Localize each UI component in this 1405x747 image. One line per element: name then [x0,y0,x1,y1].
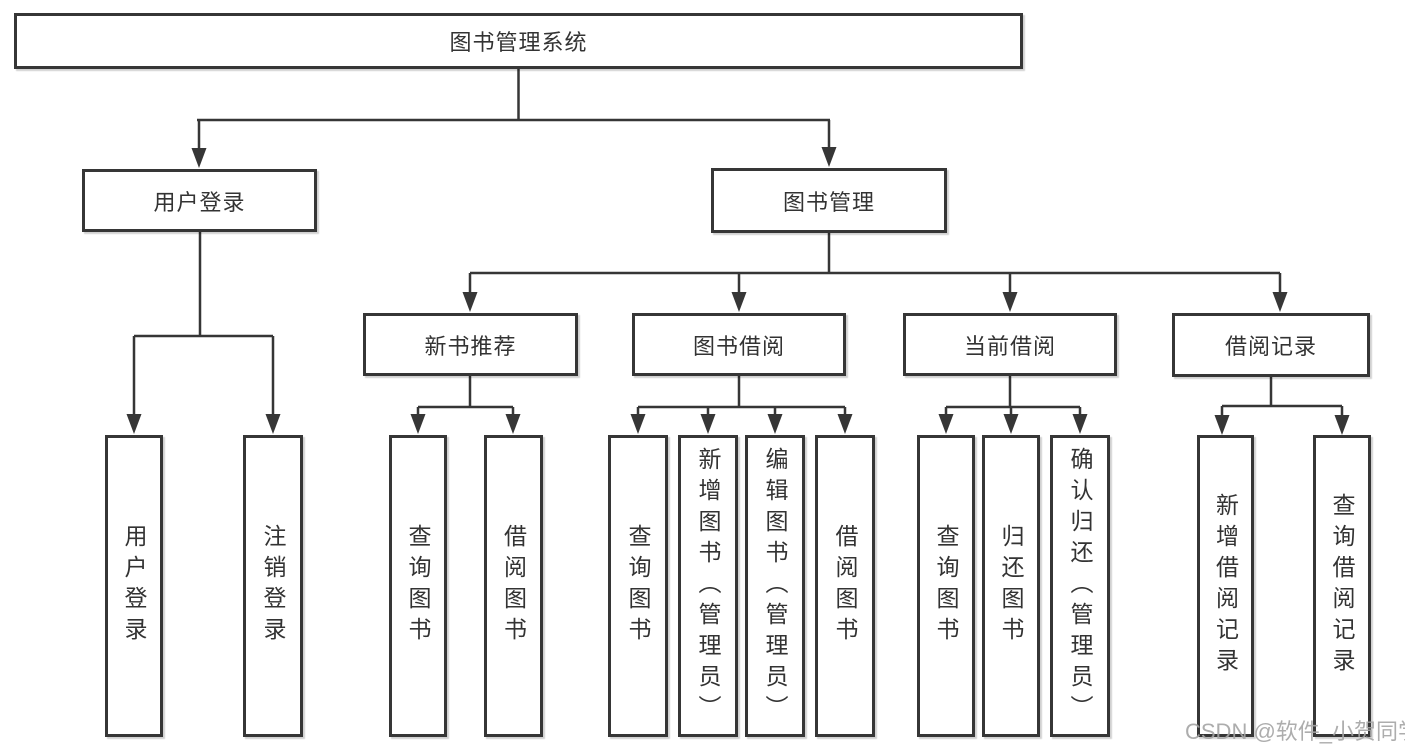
leaf-query-borrow-record: 查询借阅记录 [1313,435,1371,737]
leaf-add-book-admin: 新增图书（管理员） [678,435,738,737]
leaf-query-books-1: 查询图书 [389,435,447,737]
node-current-borrow-label: 当前借阅 [963,333,1056,359]
leaf-borrow-books-2: 借阅图书 [815,435,875,737]
node-new-book-recommend: 新书推荐 [363,313,578,376]
leaf-borrow-books-2-label: 借阅图书 [832,524,858,648]
leaf-add-borrow-record: 新增借阅记录 [1197,435,1254,737]
node-root-label: 图书管理系统 [449,30,588,55]
leaf-logout: 注销登录 [243,435,303,737]
node-borrow-records: 借阅记录 [1172,313,1370,377]
leaf-return-book: 归还图书 [982,435,1040,737]
leaf-logout-label: 注销登录 [260,524,286,648]
leaf-confirm-return-admin: 确认归还（管理员） [1050,435,1110,737]
node-current-borrow: 当前借阅 [903,313,1117,376]
leaf-query-books-1-label: 查询图书 [405,524,431,648]
csdn-watermark: CSDN @软件_小贺同学 [1185,719,1405,744]
node-new-book-recommend-label: 新书推荐 [424,333,517,359]
node-book-borrow: 图书借阅 [632,313,846,376]
leaf-query-books-3-label: 查询图书 [933,524,959,648]
node-borrow-records-label: 借阅记录 [1224,334,1317,359]
leaf-confirm-return-admin-label: 确认归还（管理员） [1067,446,1093,726]
leaf-user-login-label: 用户登录 [121,524,147,648]
leaf-query-books-2-label: 查询图书 [625,524,651,648]
node-root: 图书管理系统 [14,13,1023,69]
leaf-add-book-admin-label: 新增图书（管理员） [695,446,721,726]
node-user-login: 用户登录 [82,169,317,232]
leaf-add-borrow-record-label: 新增借阅记录 [1212,493,1239,679]
node-book-management-label: 图书管理 [782,189,875,215]
leaf-borrow-books-1: 借阅图书 [484,435,543,737]
node-book-borrow-label: 图书借阅 [692,333,785,359]
leaf-user-login: 用户登录 [105,435,163,737]
leaf-return-book-label: 归还图书 [998,524,1024,648]
arrowhead-icons [126,147,1350,435]
leaf-query-borrow-record-label: 查询借阅记录 [1329,493,1355,679]
leaf-borrow-books-1-label: 借阅图书 [500,524,527,648]
node-book-management: 图书管理 [711,168,947,233]
leaf-query-books-3: 查询图书 [917,435,975,737]
node-user-login-label: 用户登录 [153,189,246,215]
leaf-edit-book-admin-label: 编辑图书（管理员） [762,446,788,726]
leaf-query-books-2: 查询图书 [608,435,668,737]
leaf-edit-book-admin: 编辑图书（管理员） [745,435,805,737]
